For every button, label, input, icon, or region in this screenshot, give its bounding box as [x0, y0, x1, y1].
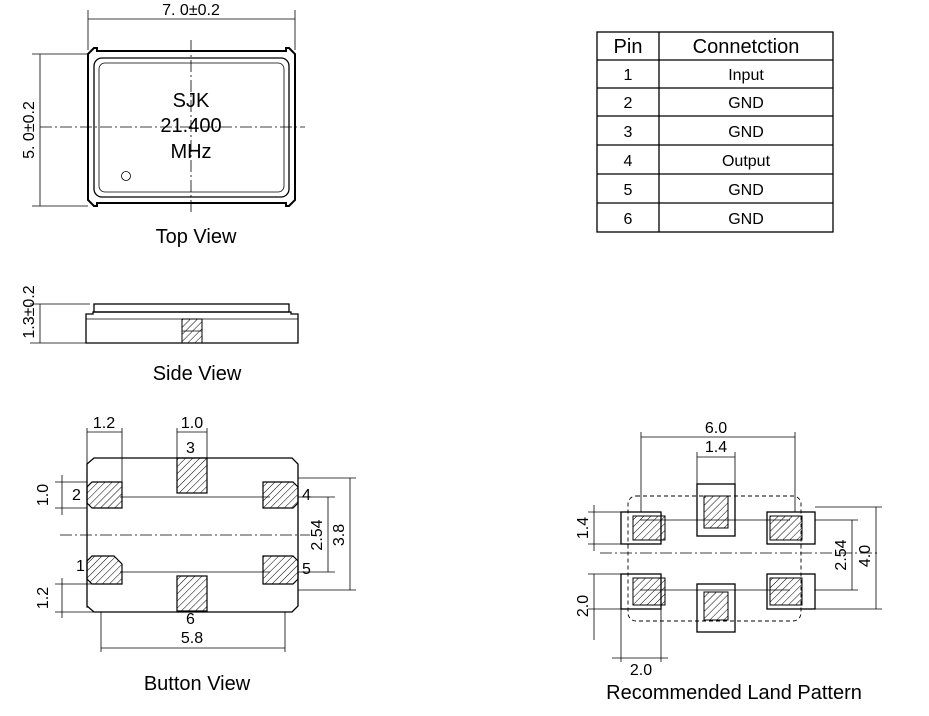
top-width-dim: 7. 0±0.2: [162, 2, 220, 19]
marking-line3: MHz: [170, 141, 211, 163]
top-view-lid: [93, 57, 290, 198]
marking-line2: 21.400: [160, 115, 221, 137]
side-view-body: [85, 311, 299, 344]
pin-label-4: 4: [302, 487, 311, 504]
pin-label-1: 1: [76, 558, 85, 575]
pin-label-6: 6: [186, 611, 195, 628]
pin-table-cell-connection: GND: [728, 124, 764, 141]
pin-table-cell-pin: 5: [624, 182, 633, 199]
land-pattern: 6.0 1.4 1.4 2.0 2.0 2.54 4.0 Recommended…: [575, 420, 882, 704]
land-dim-pad-size-h: 2.0: [630, 662, 652, 679]
bottom-view: 1 2 3 4 5 6 1.2 1.0 1.0 1.2 2.54 3.8: [35, 415, 356, 695]
component-pad-3: [703, 495, 729, 529]
land-pattern-caption: Recommended Land Pattern: [606, 682, 862, 704]
side-view-caption: Side View: [153, 363, 242, 385]
side-view-lid: [93, 303, 290, 313]
dim-width: 5.8: [181, 630, 203, 647]
land-dim-pitch: 2.54: [833, 539, 850, 570]
pad-4: [262, 481, 299, 509]
pin-table-cell-pin: 3: [624, 124, 633, 141]
pin-table-cell-pin: 2: [624, 95, 633, 112]
pin-table-cell-connection: Input: [728, 67, 764, 84]
pin-table: Pin Connetction 1 Input 2 GND 3 GND 4 Ou…: [596, 31, 834, 233]
pin-table-cell-pin: 4: [624, 153, 633, 170]
top-height-dim: 5. 0±0.2: [21, 101, 38, 159]
pad-1: [86, 555, 123, 585]
pin-table-border: [596, 31, 834, 233]
pin-label-3: 3: [186, 440, 195, 457]
dim-pad-width-left: 1.2: [93, 415, 115, 432]
marking-line1: SJK: [173, 90, 210, 112]
component-pad-5: [769, 577, 803, 606]
land-pad-6: [696, 583, 736, 633]
pad-3: [176, 457, 208, 494]
component-pad-6: [703, 591, 729, 621]
dim-pad-height-lower: 1.2: [35, 587, 52, 609]
component-pad-2: [632, 515, 666, 541]
top-view-outline: [87, 47, 296, 207]
pad-6: [176, 575, 208, 612]
pin-table-header-connection: Connetction: [693, 36, 800, 58]
pin-table-header-pin: Pin: [614, 36, 643, 58]
land-pad-3: [696, 483, 736, 537]
pad-5: [262, 555, 299, 585]
land-dim-center-pad-width: 1.4: [705, 439, 727, 456]
pin-table-cell-pin: 1: [624, 67, 633, 84]
pad-2: [86, 481, 123, 509]
pin-table-cell-connection: GND: [728, 211, 764, 228]
land-dim-pad-height: 1.4: [575, 517, 592, 539]
land-dim-overall-width: 6.0: [705, 420, 727, 437]
top-view: SJK 21.400 MHz 7. 0±0.2 5. 0±0.2 Top Vie…: [21, 2, 305, 248]
pin-label-5: 5: [302, 561, 311, 578]
side-height-dim: 1.3±0.2: [21, 285, 38, 338]
land-dim-overall-height: 4.0: [857, 545, 874, 567]
component-pad-4: [769, 515, 803, 541]
pin1-indicator-dot: [121, 171, 131, 181]
top-view-caption: Top View: [156, 226, 237, 248]
pin-table-cell-connection: GND: [728, 182, 764, 199]
dim-pad-height-left: 1.0: [35, 484, 52, 506]
land-pad-5: [766, 573, 816, 610]
land-pad-4: [766, 511, 816, 545]
bottom-view-caption: Button View: [144, 673, 251, 695]
pin-table-cell-pin: 6: [624, 211, 633, 228]
dim-pitch: 2.54: [309, 519, 326, 550]
top-view-lid-inner: [98, 62, 285, 193]
land-dim-pad-size-v: 2.0: [575, 595, 592, 617]
pin-table-cell-connection: Output: [722, 153, 771, 170]
dim-span: 3.8: [331, 524, 348, 546]
pin-label-2: 2: [72, 487, 81, 504]
pin-table-cell-connection: GND: [728, 95, 764, 112]
side-view: 1.3±0.2 Side View: [21, 285, 299, 385]
dim-pad-width-top: 1.0: [181, 415, 203, 432]
component-pad-1: [632, 577, 666, 606]
